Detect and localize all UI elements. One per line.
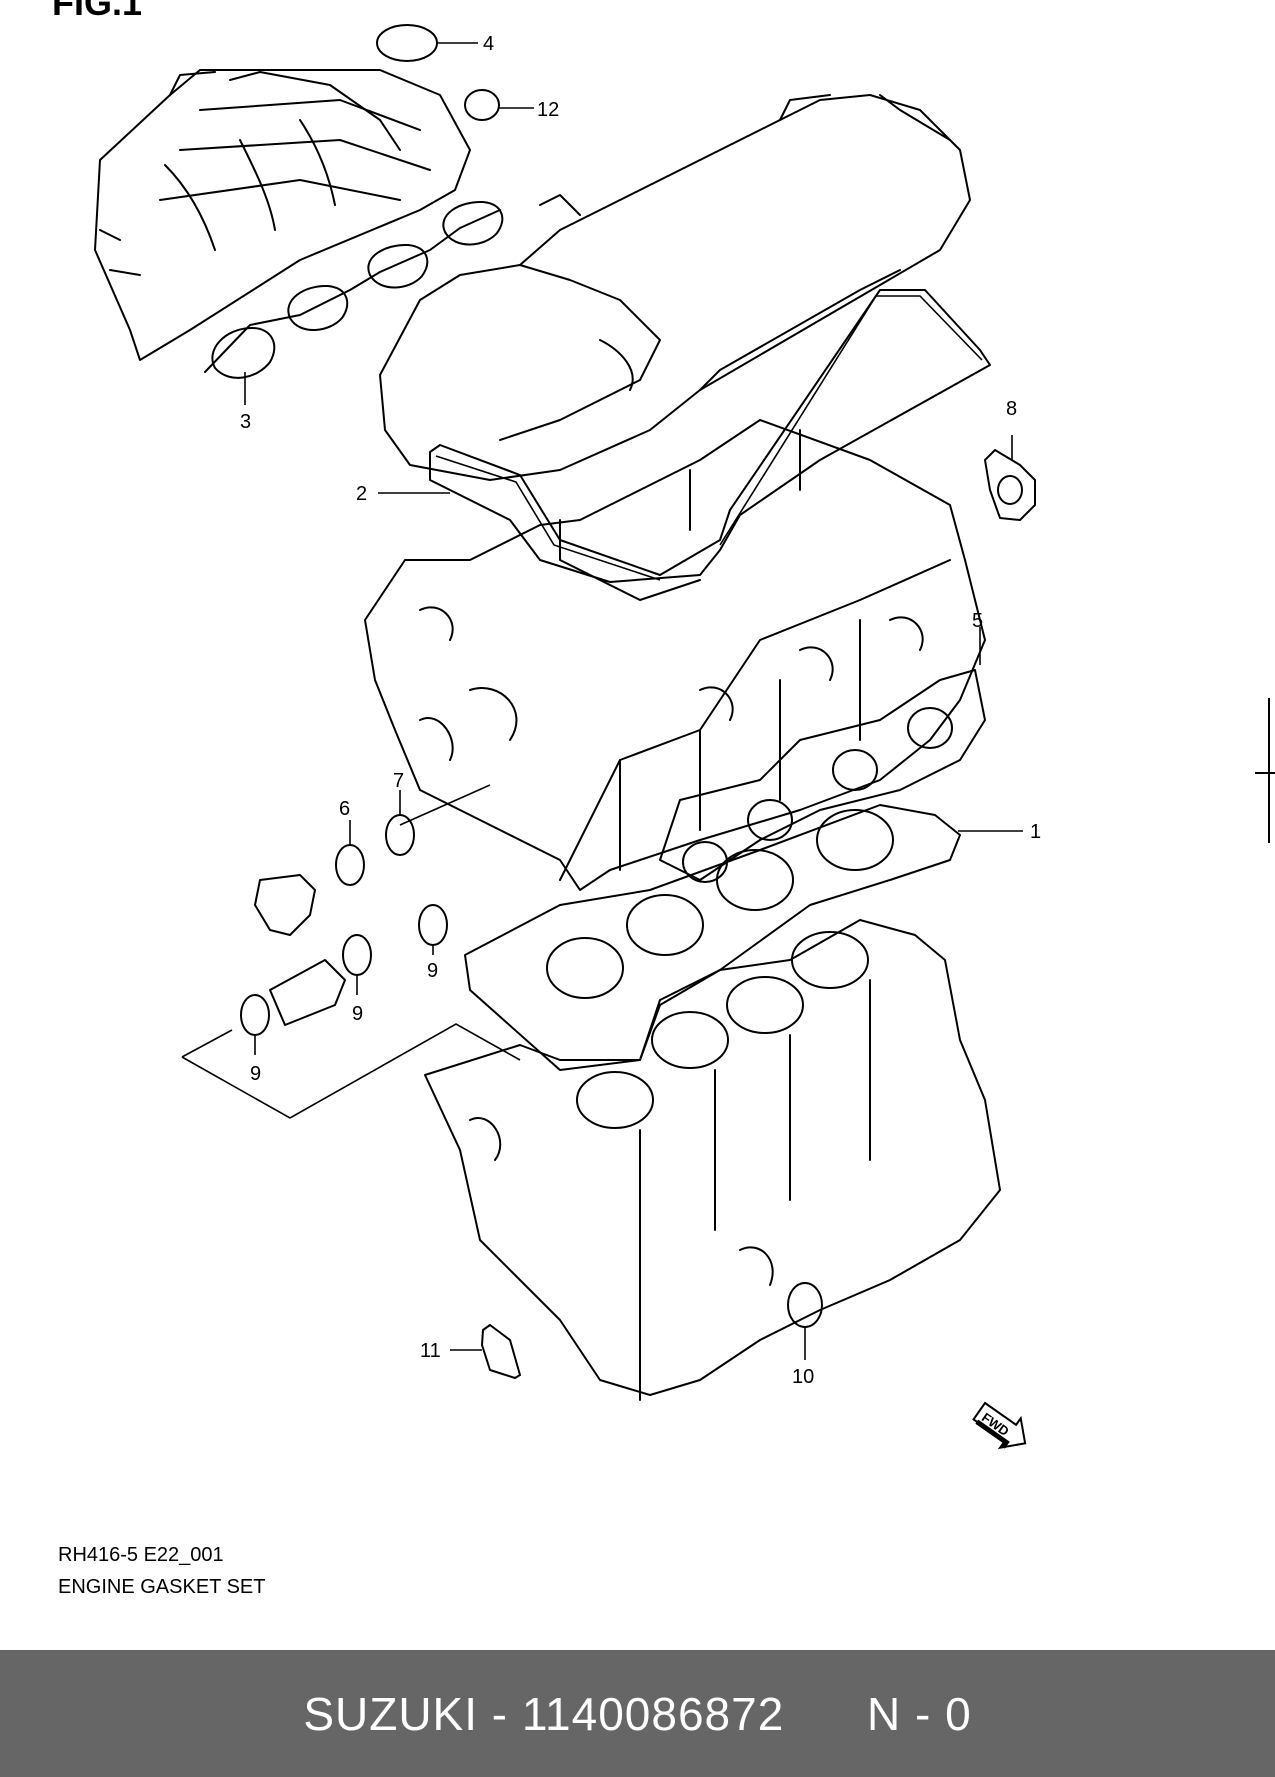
gasket-6 <box>335 844 365 886</box>
part-number: 1140086872 <box>521 1687 785 1740</box>
gasket-10 <box>787 1282 823 1328</box>
part-number-bar: SUZUKI - 1140086872 N - 0 <box>0 1650 1275 1777</box>
callout-9c: 9 <box>250 1063 261 1085</box>
head-gasket <box>464 804 961 1071</box>
cylinder-block <box>424 919 1001 1401</box>
gasket-8 <box>984 449 1036 521</box>
intake-manifold <box>94 69 471 361</box>
callout-3: 3 <box>240 411 251 433</box>
edge-tick <box>1268 698 1270 843</box>
separator-dash: - <box>491 1687 509 1740</box>
gasket-12 <box>464 89 500 121</box>
separator-space <box>508 1687 522 1741</box>
cylinder-head-cover <box>379 94 971 481</box>
diagram-title: ENGINE GASKET SET <box>58 1576 266 1598</box>
callout-8: 8 <box>1006 398 1017 420</box>
cylinder-head <box>364 419 986 891</box>
separator <box>478 1687 492 1741</box>
sensor-part <box>254 874 316 936</box>
edge-tick-h <box>1255 772 1275 774</box>
callout-7: 7 <box>393 770 404 792</box>
gasket-diagram: 4 12 3 2 8 5 1 7 6 9 9 9 10 11 FWD <box>94 24 1041 1450</box>
plug-part <box>269 959 346 1026</box>
figure-title: FIG.1 <box>52 0 143 23</box>
gasket-9-lower <box>240 994 270 1036</box>
gasket-11 <box>481 1324 521 1379</box>
fwd-arrow-icon: FWD <box>972 1401 1027 1450</box>
callout-9b: 9 <box>352 1003 363 1025</box>
leader-lines <box>244 42 1023 1360</box>
callout-2: 2 <box>356 483 367 505</box>
callout-9a: 9 <box>427 960 438 982</box>
part-suffix: N - 0 <box>867 1687 972 1740</box>
gasket-9-middle <box>342 934 372 976</box>
bracket-outline <box>181 1023 521 1119</box>
gasket-4 <box>376 24 438 62</box>
diagram-code: RH416-5 E22_001 <box>58 1544 224 1566</box>
intake-gaskets <box>204 200 504 379</box>
head-cover-gasket <box>429 289 991 583</box>
callout-10: 10 <box>792 1366 814 1388</box>
callout-1: 1 <box>1030 821 1041 843</box>
brand-label: SUZUKI <box>303 1687 478 1740</box>
callout-4: 4 <box>483 33 494 55</box>
callout-6: 6 <box>339 798 350 820</box>
callout-5: 5 <box>972 610 983 632</box>
gap <box>784 1687 867 1741</box>
callout-12: 12 <box>537 99 559 121</box>
callout-11: 11 <box>420 1340 441 1362</box>
exhaust-gasket <box>659 669 986 883</box>
gasket-9-upper <box>418 904 448 946</box>
